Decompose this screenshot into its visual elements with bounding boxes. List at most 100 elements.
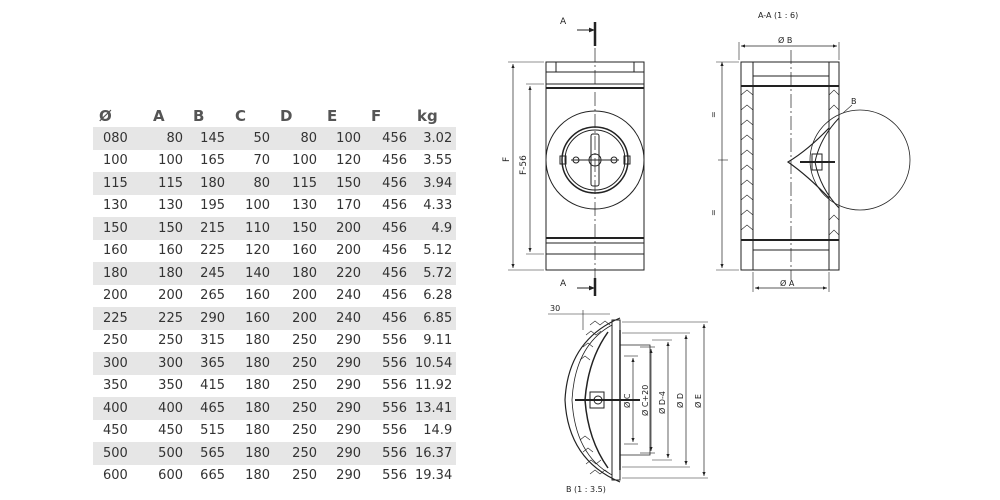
table-cell: 6.28 xyxy=(423,288,453,304)
table-cell: 465 xyxy=(187,397,229,420)
table-cell: 150 xyxy=(274,217,321,240)
table-cell: 290 xyxy=(321,397,365,420)
table-cell: 130 xyxy=(292,198,317,214)
section-outer-jacket xyxy=(740,61,840,271)
table-cell: 315 xyxy=(200,333,225,349)
table-cell: 250 xyxy=(292,378,317,394)
detail-b-circle xyxy=(809,109,911,211)
table-cell: 100 xyxy=(321,127,365,150)
table-cell: 080 xyxy=(93,127,147,150)
table-cell: 250 xyxy=(292,468,317,484)
table-cell: 290 xyxy=(336,423,361,439)
table-cell: 3.55 xyxy=(423,153,453,169)
table-cell: 5.12 xyxy=(423,243,453,259)
table-cell: 180 xyxy=(229,352,274,375)
table-cell: 400 xyxy=(93,397,147,420)
table-cell: 19.34 xyxy=(415,468,453,484)
header-b: B xyxy=(193,107,205,125)
table-cell: 80 xyxy=(229,172,274,195)
table-cell: 456 xyxy=(365,127,411,150)
table-cell: 565 xyxy=(187,442,229,465)
table-cell: 160 xyxy=(229,307,274,330)
table-cell: 180 xyxy=(245,333,270,349)
table-cell: 225 xyxy=(93,307,147,330)
table-cell: 500 xyxy=(147,442,187,465)
dim-label-f: F xyxy=(502,157,512,162)
table-cell: 200 xyxy=(321,217,365,240)
table-cell: 180 xyxy=(245,423,270,439)
table-cell: 100 xyxy=(103,153,128,169)
table-cell: 290 xyxy=(187,307,229,330)
table-cell: 130 xyxy=(103,198,128,214)
table-cell: 4.9 xyxy=(411,217,457,240)
table-cell: 180 xyxy=(245,378,270,394)
table-cell: 225 xyxy=(147,307,187,330)
table-cell: 225 xyxy=(200,243,225,259)
table-cell: 556 xyxy=(382,423,407,439)
dim-label-c: Ø C xyxy=(622,393,632,408)
table-cell: 556 xyxy=(365,352,411,375)
table-cell: 556 xyxy=(382,378,407,394)
table-cell: 4.33 xyxy=(423,198,453,214)
table-cell: 300 xyxy=(147,352,187,375)
dim-label-30: 30 xyxy=(550,304,560,313)
equal-mark-upper: = xyxy=(709,111,718,118)
detail-mark-b: B xyxy=(851,97,857,106)
table-cell: 245 xyxy=(187,262,229,285)
table-cell: 11.92 xyxy=(415,378,453,394)
table-cell: 456 xyxy=(365,262,411,285)
table-cell: 6.85 xyxy=(411,307,457,330)
header-c: C xyxy=(235,107,247,125)
table-cell: 170 xyxy=(336,198,361,214)
table-cell: 3.94 xyxy=(411,172,457,195)
section-mark-bottom: A xyxy=(560,279,567,289)
header-a: A xyxy=(153,107,165,125)
table-cell: 365 xyxy=(187,352,229,375)
table-cell: 350 xyxy=(158,378,183,394)
table-cell: 556 xyxy=(382,468,407,484)
table-cell: 456 xyxy=(382,198,407,214)
table-cell: 14.9 xyxy=(423,423,453,439)
table-cell: 120 xyxy=(245,243,270,259)
table-cell: 160 xyxy=(245,288,270,304)
table-cell: 456 xyxy=(382,243,407,259)
section-mark-top: A xyxy=(560,17,567,27)
detail-title: B (1 : 3.5) xyxy=(566,485,606,494)
table-cell: 160 xyxy=(158,243,183,259)
table-cell: 9.11 xyxy=(423,333,453,349)
dim-label-d4: Ø D-4 xyxy=(657,391,667,414)
table-cell: 515 xyxy=(200,423,225,439)
table-cell: 13.41 xyxy=(411,397,457,420)
table-cell: 5.72 xyxy=(411,262,457,285)
table-cell: 450 xyxy=(158,423,183,439)
table-cell: 250 xyxy=(158,333,183,349)
header-kg: kg xyxy=(417,107,438,125)
table-cell: 180 xyxy=(274,262,321,285)
dim-label-f56: F-56 xyxy=(519,155,529,175)
table-cell: 115 xyxy=(93,172,147,195)
table-cell: 556 xyxy=(365,397,411,420)
table-cell: 200 xyxy=(274,307,321,330)
table-cell: 100 xyxy=(158,153,183,169)
dim-label-c20: Ø C+20 xyxy=(640,385,650,416)
detail-b-view xyxy=(548,310,708,483)
dim-label-a: Ø A xyxy=(780,278,795,288)
front-view xyxy=(508,22,645,296)
section-view xyxy=(716,42,911,292)
table-cell: 10.54 xyxy=(411,352,457,375)
table-cell: 80 xyxy=(147,127,187,150)
table-cell: 140 xyxy=(229,262,274,285)
table-cell: 456 xyxy=(365,172,411,195)
